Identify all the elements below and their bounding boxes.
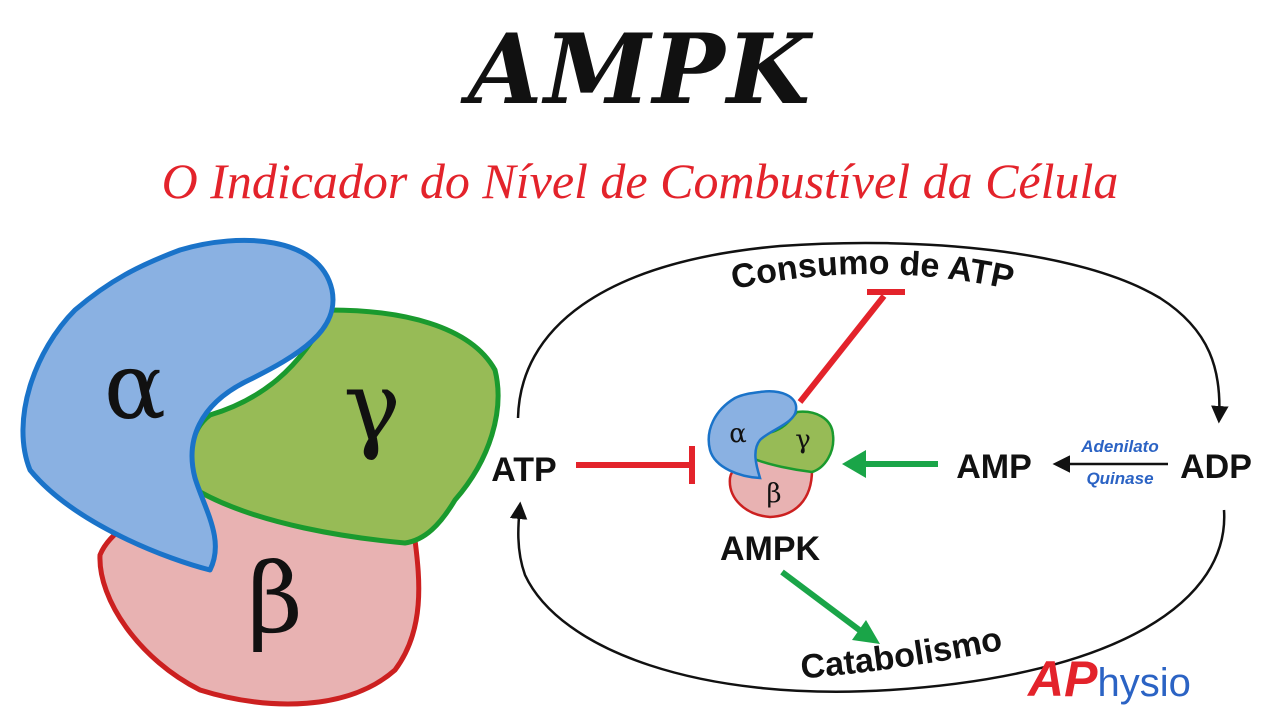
adp-label: ADP [1180, 448, 1252, 486]
small-alpha-subunit [707, 390, 798, 480]
small-gamma-label: γ [795, 425, 811, 455]
amp-label: AMP [956, 448, 1032, 486]
large-gamma-label: γ [343, 351, 400, 463]
ampk-inhibits-consumo [797, 289, 905, 404]
aphysio-logo: APhysio [1028, 654, 1191, 704]
cycle-arc-bottom [509, 501, 1226, 693]
atp-inhibits-ampk [576, 446, 695, 484]
logo-part-hysio: hysio [1097, 661, 1191, 705]
ampk-activates-catabolismo [780, 569, 880, 644]
page-title: AMPK [467, 13, 813, 126]
large-alpha-label: α [104, 333, 166, 440]
page-subtitle: O Indicador do Nível de Combustível da C… [161, 153, 1119, 209]
atp-label: ATP [491, 451, 556, 489]
catabolismo-label: Catabolismo [799, 620, 1005, 686]
large-ampk-complex: α γ β [20, 237, 501, 707]
enzyme-label-line1: Adenilato [1080, 437, 1158, 456]
small-alpha-label: α [729, 419, 747, 449]
large-gamma-subunit [188, 307, 501, 546]
small-beta-label: β [766, 479, 781, 509]
small-ampk-complex: α γ β [707, 390, 835, 519]
large-alpha-subunit [20, 237, 336, 573]
ampk-label: AMPK [720, 530, 821, 568]
large-beta-label: β [247, 543, 303, 655]
enzyme-label-line2: Quinase [1086, 469, 1153, 488]
cycle-arc-top [516, 241, 1229, 424]
logo-part-ap: AP [1028, 651, 1098, 707]
amp-activates-ampk [842, 450, 938, 478]
